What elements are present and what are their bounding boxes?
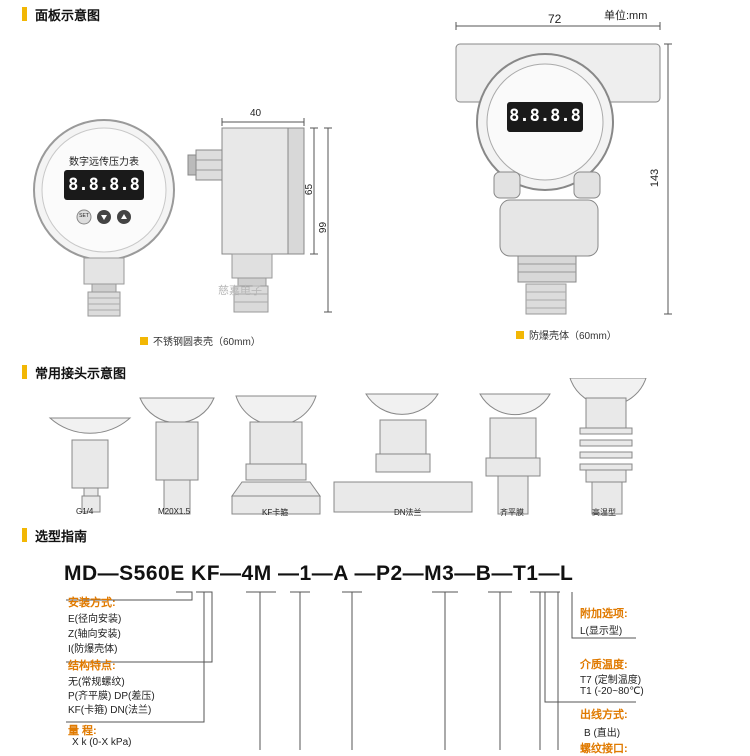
option-title-thread: 螺纹接口: bbox=[580, 743, 628, 755]
gauge-width-dim: 40 bbox=[250, 108, 262, 119]
section-title: 选型指南 bbox=[35, 528, 88, 544]
gauge-display: 8.8.8.8 bbox=[68, 175, 140, 195]
selection-leader-lines bbox=[66, 591, 636, 750]
connector-drawings bbox=[48, 378, 647, 515]
accent-bar bbox=[22, 7, 27, 21]
option-title-structure: 结构特点: bbox=[68, 660, 116, 672]
gauge-title: 数字远传压力表 bbox=[69, 157, 139, 168]
model-code: MD—S560E KF—4M —1—A —P2—M3—B—T1—L bbox=[64, 562, 574, 585]
unit-label: 单位:mm bbox=[604, 10, 648, 22]
gauge-caption-text: 不锈钢圆表壳（60mm） bbox=[153, 337, 261, 348]
option-title-temp: 介质温度: bbox=[580, 659, 628, 671]
set-button-label: SET bbox=[79, 213, 89, 219]
housing-display: 8.8.8.8 bbox=[509, 106, 581, 126]
gauge-front-view bbox=[33, 119, 175, 317]
gauge-height-dim-2: 99 bbox=[318, 221, 330, 234]
accent-bar bbox=[22, 528, 27, 542]
option-line: 无(常规螺纹) bbox=[68, 677, 125, 688]
connector-label: G1/4 bbox=[76, 507, 94, 516]
option-line: L(显示型) bbox=[580, 626, 623, 637]
housing-width-dim: 72 bbox=[548, 12, 562, 26]
up-arrow-icon bbox=[121, 214, 127, 219]
connector-label: 高温型 bbox=[592, 508, 616, 517]
option-line: KF(卡箍) DN(法兰) bbox=[68, 705, 152, 716]
housing-caption-text: 防爆壳体（60mm） bbox=[529, 331, 617, 342]
down-arrow-icon bbox=[101, 215, 107, 220]
option-line: E(径向安装) bbox=[68, 614, 122, 625]
housing-caption: 防爆壳体（60mm） bbox=[516, 327, 617, 342]
gauge-height-dim-1: 65 bbox=[304, 183, 316, 196]
section-header-panel: 面板示意图 bbox=[22, 6, 101, 23]
section-title: 常用接头示意图 bbox=[35, 365, 127, 381]
option-title-extra: 附加选项: bbox=[580, 608, 628, 620]
option-title-install: 安装方式: bbox=[68, 597, 116, 609]
gauge-side-view bbox=[187, 118, 332, 313]
section-title: 面板示意图 bbox=[35, 7, 101, 23]
housing-height-dim: 143 bbox=[649, 168, 662, 188]
option-line: I(防爆壳体) bbox=[68, 644, 118, 655]
option-line: B (直出) bbox=[584, 728, 621, 739]
section-header-selection: 选型指南 bbox=[22, 527, 88, 544]
option-line: T7 (定制温度) bbox=[580, 675, 642, 686]
section-header-connectors: 常用接头示意图 bbox=[22, 364, 127, 381]
option-line: Z(轴向安装) bbox=[68, 629, 121, 640]
panel-drawings bbox=[33, 22, 672, 317]
connector-label: M20X1.5 bbox=[158, 507, 191, 516]
explosion-housing-view bbox=[455, 22, 672, 315]
gauge-caption: 不锈钢圆表壳（60mm） bbox=[140, 333, 261, 348]
option-title-range: 量 程: bbox=[68, 725, 97, 737]
option-line: X k (0-X kPa) bbox=[72, 737, 132, 748]
option-line: P(齐平膜) DP(差压) bbox=[68, 691, 155, 702]
accent-bar bbox=[22, 365, 27, 379]
watermark: 慈嘉电子 bbox=[218, 285, 262, 297]
caption-marker bbox=[140, 336, 148, 345]
option-title-output: 出线方式: bbox=[580, 709, 628, 721]
caption-marker bbox=[516, 330, 524, 339]
connector-label: 齐平膜 bbox=[500, 508, 524, 517]
connector-label: DN法兰 bbox=[394, 508, 422, 517]
option-line: T1 (-20~80℃) bbox=[580, 686, 644, 697]
connector-label: KF卡箍 bbox=[262, 508, 289, 517]
